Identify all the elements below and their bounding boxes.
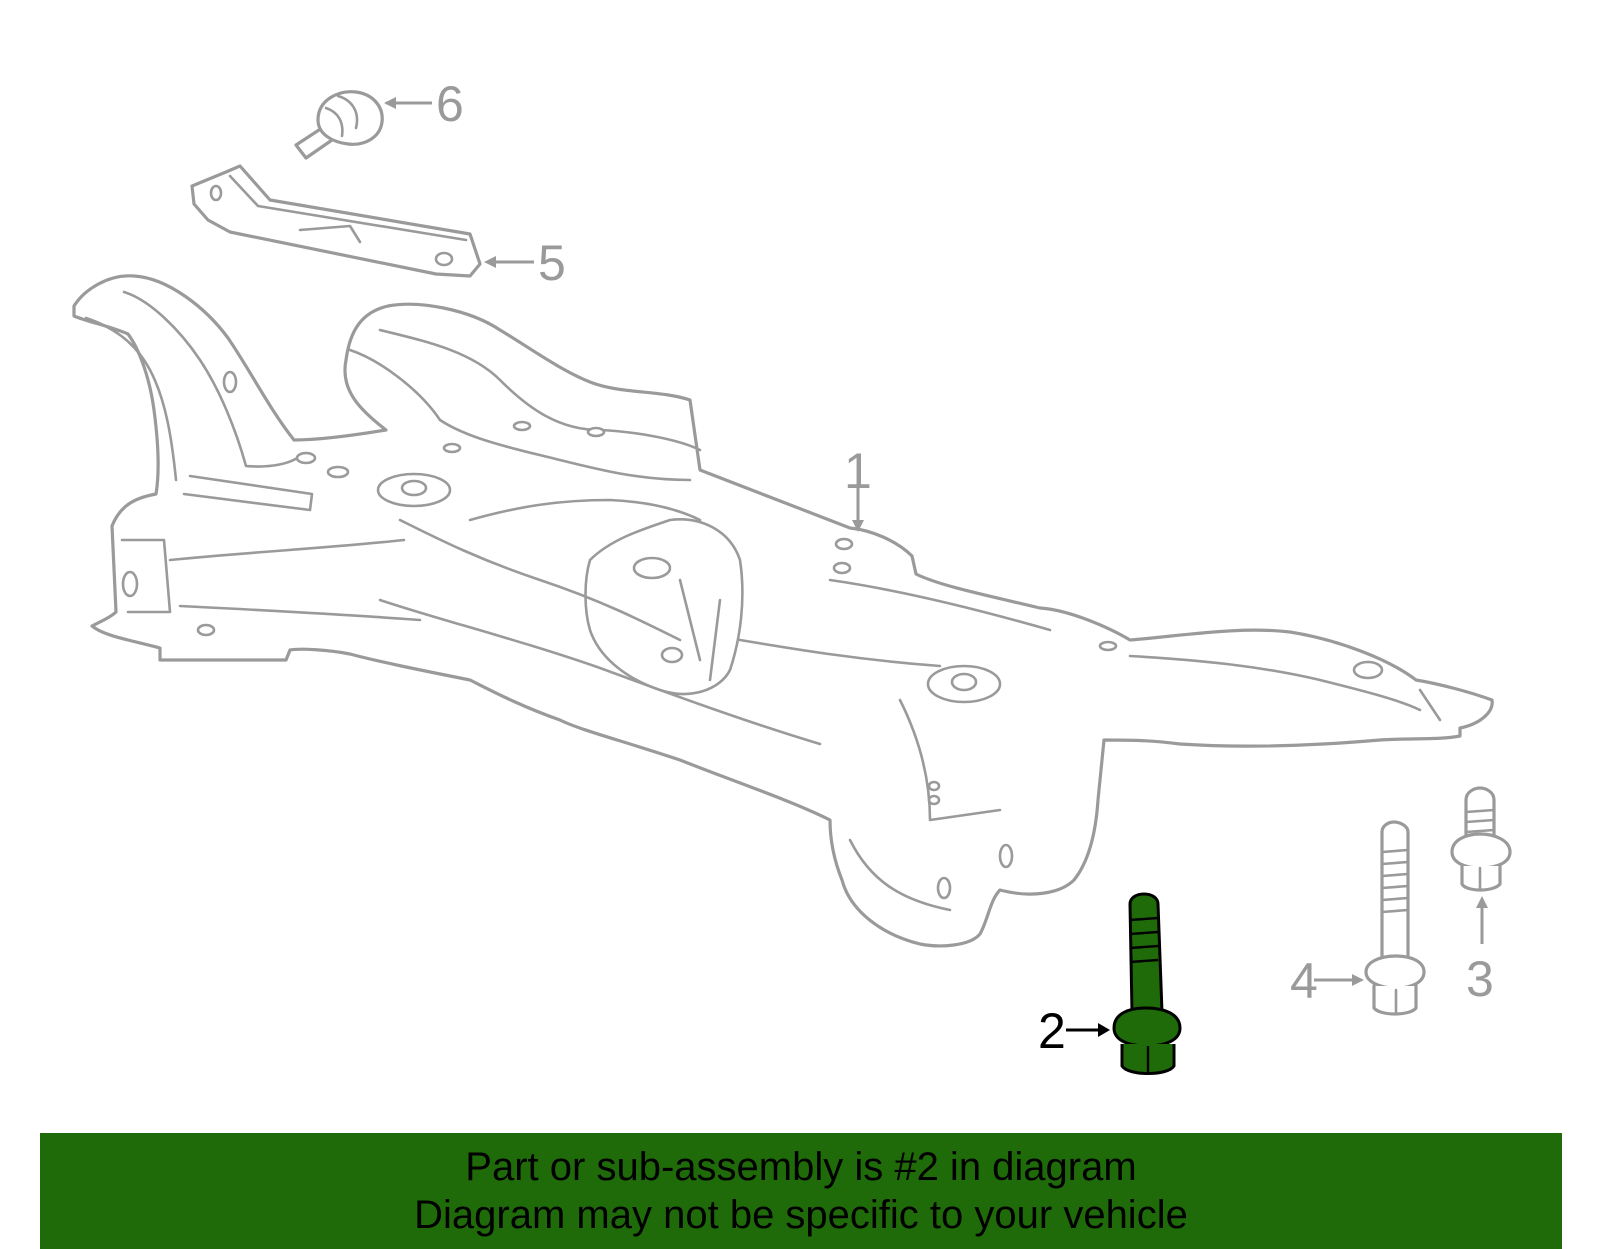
banner-line-2: Diagram may not be specific to your vehi…: [414, 1193, 1188, 1237]
callout-2: 2: [1038, 1003, 1066, 1059]
callout-4: 4: [1290, 953, 1318, 1009]
part-4-bolt[interactable]: [1364, 820, 1426, 1016]
callout-1: 1: [844, 443, 872, 499]
part-3-bolt[interactable]: [1450, 786, 1512, 892]
callout-3: 3: [1466, 951, 1494, 1007]
part-6-bolt[interactable]: [294, 90, 384, 160]
callout-5: 5: [538, 235, 566, 291]
part-1-subframe[interactable]: [72, 274, 1494, 948]
part-2-bolt-highlighted[interactable]: [1112, 892, 1182, 1075]
banner-line-1: Part or sub-assembly is #2 in diagram: [465, 1145, 1137, 1189]
callout-6: 6: [436, 76, 464, 132]
info-banner: Part or sub-assembly is #2 in diagram Di…: [40, 1133, 1562, 1249]
part-5-bracket[interactable]: [190, 164, 482, 278]
